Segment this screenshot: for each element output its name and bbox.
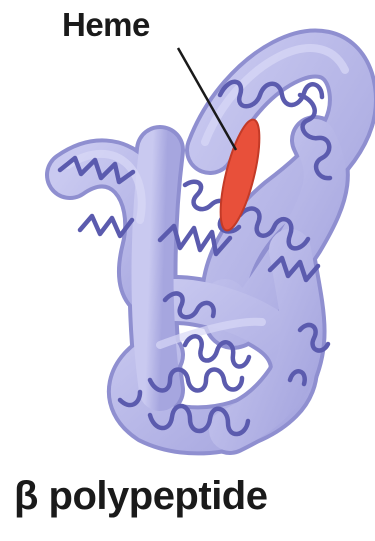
heme-label: Heme <box>62 6 150 44</box>
beta-polypeptide-label: β polypeptide <box>14 474 267 519</box>
